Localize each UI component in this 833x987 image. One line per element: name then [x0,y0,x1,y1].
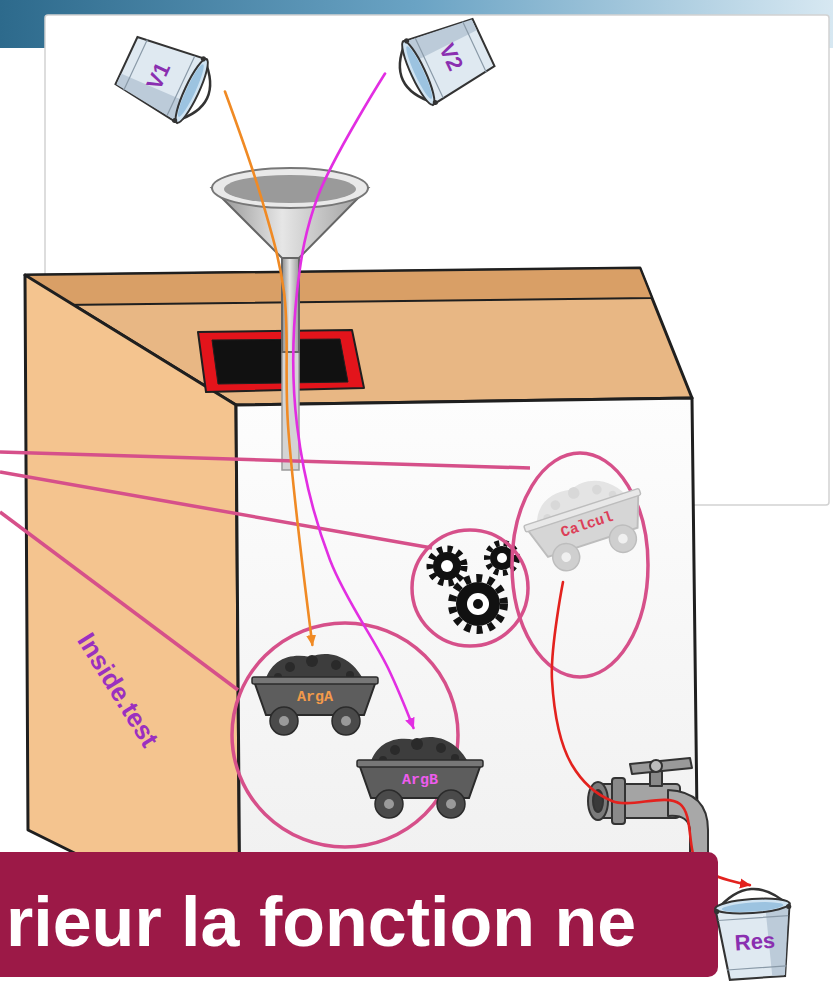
faucet-handle [630,758,692,774]
cart-hub [616,533,628,545]
cart-wheel [549,540,583,574]
box: Inside.testArgA ArgB Calcul [25,265,700,940]
cart-wheel [375,790,403,818]
bucket-lug [200,55,207,62]
leader-line [0,472,432,548]
mine-cart: ArgA [250,645,380,737]
box-flap [25,268,652,305]
flow-arrow [552,582,750,885]
cart-hub [384,799,394,809]
cart-lump [390,745,400,755]
banner-text: rieur la fonction ne [6,884,636,961]
gear-hole [497,553,507,563]
bucket-rim [397,38,439,107]
box-label: Inside.test [72,628,164,752]
cart-lump [285,662,295,672]
gear-body [456,582,500,626]
gear-hole [467,593,489,615]
box-opening [212,339,348,384]
leader-line [0,512,238,690]
cart-label: ArgA [297,690,333,707]
bucket-lug [432,99,439,106]
cart-lump [549,499,561,511]
funnel-inside [224,175,356,203]
gear [452,578,504,630]
cart-hub [341,716,351,726]
cart-lump [566,486,581,501]
gear-hub [473,599,483,609]
funnel [212,168,368,470]
cart-wheel [332,707,360,735]
cart-lump [436,743,446,753]
bucket-lug [786,904,792,909]
cart-rim [252,677,378,684]
bucket-water [403,44,436,100]
cart-hub [446,799,456,809]
cart-rim [357,760,483,767]
flow-arrow [293,74,413,728]
gear [430,549,464,583]
cart-lump [331,660,341,670]
bucket-water [721,900,783,913]
cart-lump [411,738,423,750]
gear-teeth [430,549,464,583]
bucket-rim [171,56,213,125]
faucet-knob [650,760,662,772]
bucket-label: Res [734,929,776,956]
highlight-circle [412,530,528,646]
gear-hole [441,560,453,572]
gear-teeth [452,578,504,630]
highlight-circle [232,623,458,847]
bucket-lug [171,117,178,124]
cart-hub [560,551,572,563]
cart-hub [279,716,289,726]
funnel-rim [212,168,368,208]
bucket-band [718,916,791,971]
cart-body [254,681,376,715]
leader-line [0,452,530,468]
cart-label: ArgB [402,773,438,790]
highlight-marks [0,452,648,847]
gear-body [433,552,461,580]
mine-cart: Calcul [512,458,659,582]
bucket-rim [715,896,790,915]
mine-cart: ArgB [355,728,485,820]
cardboard-box [25,268,698,935]
banner: rieur la fonction ne [0,852,718,977]
bucket: Res [709,885,800,986]
cart-lump [590,483,602,495]
cart-wheel [437,790,465,818]
gears [430,543,517,630]
bucket-lug [403,37,410,44]
highlight-circle [512,453,648,677]
cart-body [359,764,481,798]
flow-arrow [225,92,312,645]
cart-wheel [270,707,298,735]
bucket-water [174,62,207,118]
cart-lump [306,655,318,667]
bucket-body [715,903,794,980]
